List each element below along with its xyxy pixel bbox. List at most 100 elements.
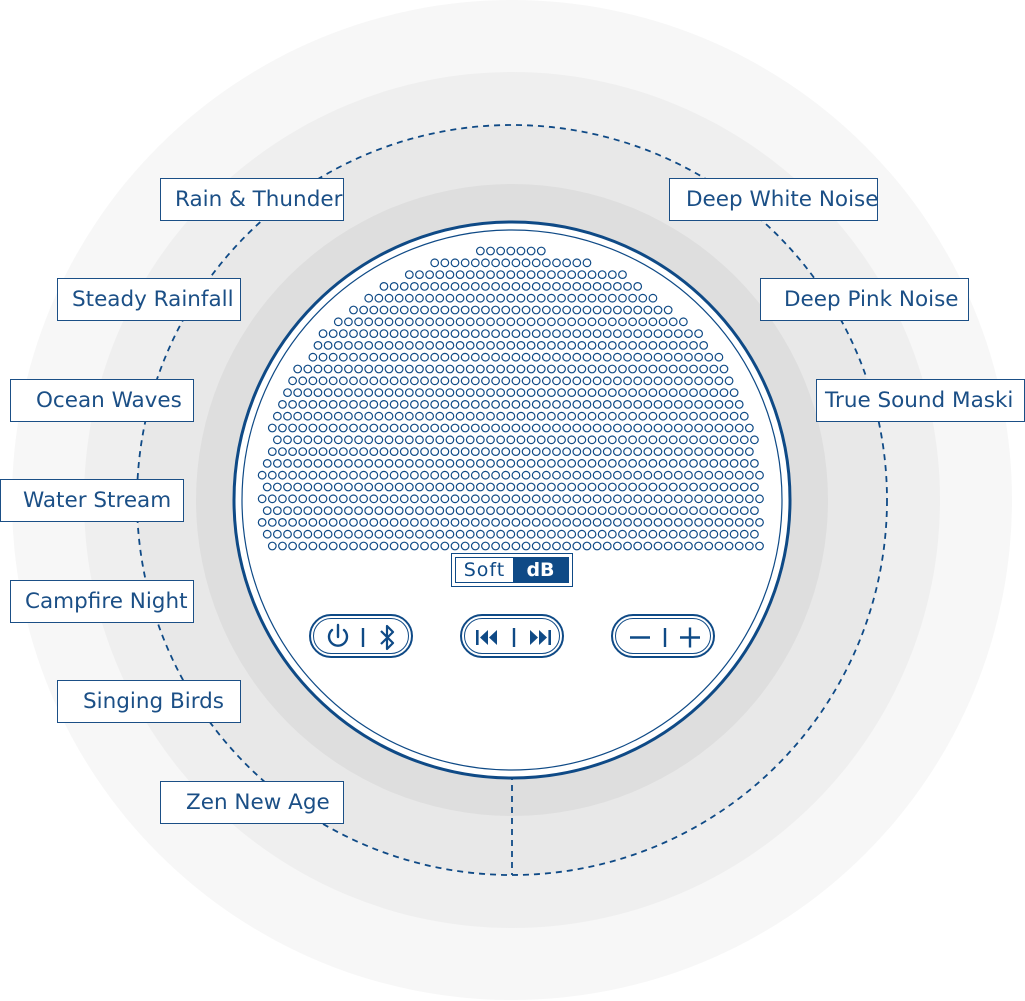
grille-hole [607, 435, 617, 445]
grille-hole [293, 529, 303, 539]
grille-hole [582, 282, 592, 291]
grille-hole [719, 459, 729, 468]
sound-label-singing-birds[interactable]: Singing Birds [57, 680, 241, 723]
grille-hole [349, 541, 358, 551]
grille-hole [643, 470, 653, 480]
grille-hole [547, 459, 556, 468]
grille-hole [663, 305, 673, 315]
grille-hole [445, 435, 455, 445]
grille-hole [460, 258, 470, 268]
sound-label-deep-pink-noise[interactable]: Deep Pink Noise [760, 278, 969, 321]
grille-hole [354, 435, 363, 445]
grille-hole [288, 423, 298, 433]
grille-hole [354, 364, 363, 374]
grille-hole [298, 447, 308, 457]
grille-hole [541, 470, 551, 480]
grille-hole [628, 317, 638, 327]
grille-hole [288, 518, 298, 527]
grille-hole [486, 317, 495, 327]
grille-hole [689, 388, 698, 398]
grille-hole [410, 282, 419, 291]
prev-next-button[interactable] [460, 614, 564, 658]
grille-hole [562, 494, 572, 504]
grille-hole [587, 388, 597, 398]
grille-hole [724, 447, 734, 457]
grille-hole [435, 270, 445, 280]
grille-hole [344, 435, 353, 445]
grille-hole [618, 293, 627, 303]
grille-hole [704, 470, 714, 480]
grille-hole [465, 411, 475, 421]
grille-hole [638, 482, 648, 492]
grille-hole [369, 376, 379, 386]
grille-hole [744, 494, 754, 504]
sound-label-true-sound-masking[interactable]: True Sound Maski [816, 379, 1025, 422]
grille-hole [552, 305, 561, 315]
grille-hole [338, 447, 348, 457]
grille-hole [333, 411, 343, 421]
grille-hole [623, 400, 632, 409]
grille-hole [658, 317, 668, 327]
grille-hole [684, 423, 693, 433]
grille-hole [587, 529, 597, 539]
power-bluetooth-button[interactable] [309, 614, 413, 658]
grille-hole [486, 435, 495, 445]
grille-hole [516, 270, 526, 280]
grille-hole [602, 541, 612, 551]
grille-hole [465, 388, 475, 398]
grille-hole [445, 317, 455, 327]
grille-hole [562, 258, 572, 268]
grille-hole [455, 293, 465, 303]
sound-label-campfire-night[interactable]: Campfire Night [10, 580, 194, 623]
grille-hole [582, 400, 592, 409]
grille-hole [501, 282, 511, 291]
sound-label-ocean-waves[interactable]: Ocean Waves [10, 379, 194, 422]
grille-hole [460, 305, 470, 315]
grille-hole [369, 305, 379, 315]
grille-hole [541, 541, 551, 551]
grille-hole [262, 506, 272, 516]
grille-hole [491, 329, 501, 339]
grille-hole [511, 518, 521, 527]
grille-hole [628, 529, 638, 539]
grille-hole [602, 470, 612, 480]
grille-hole [450, 423, 460, 433]
grille-hole [313, 506, 323, 516]
grille-hole [694, 423, 703, 433]
sound-label-deep-white-noise[interactable]: Deep White Noise [669, 178, 878, 221]
grille-hole [410, 329, 419, 339]
grille-hole [415, 506, 424, 516]
grille-hole [486, 364, 495, 374]
sound-label-zen-new-age[interactable]: Zen New Age [160, 781, 344, 824]
grille-hole [455, 270, 465, 280]
grille-hole [399, 305, 409, 315]
grille-hole [567, 506, 577, 516]
grille-hole [628, 341, 638, 350]
grille-hole [552, 518, 561, 527]
grille-hole [496, 529, 506, 539]
grille-hole [344, 364, 353, 374]
grille-hole [562, 423, 572, 433]
grille-hole [602, 423, 612, 433]
sound-label-steady-rainfall[interactable]: Steady Rainfall [57, 278, 241, 321]
grille-hole [592, 400, 602, 409]
sound-label-rain-thunder[interactable]: Rain & Thunder [160, 178, 344, 221]
grille-hole [455, 482, 465, 492]
grille-hole [729, 388, 739, 398]
grille-hole [425, 388, 435, 398]
grille-hole [399, 352, 409, 362]
grille-hole [602, 329, 612, 339]
grille-hole [734, 470, 744, 480]
grille-hole [628, 411, 638, 421]
sound-label-water-stream[interactable]: Water Stream [0, 479, 184, 522]
grille-hole [643, 329, 653, 339]
grille-hole [440, 541, 450, 551]
grille-hole [389, 518, 399, 527]
grille-hole [262, 482, 272, 492]
grille-hole [323, 364, 333, 374]
grille-hole [460, 352, 470, 362]
grille-hole [344, 317, 353, 327]
grille-hole [643, 518, 653, 527]
grille-hole [308, 470, 318, 480]
volume-button[interactable] [611, 614, 715, 658]
